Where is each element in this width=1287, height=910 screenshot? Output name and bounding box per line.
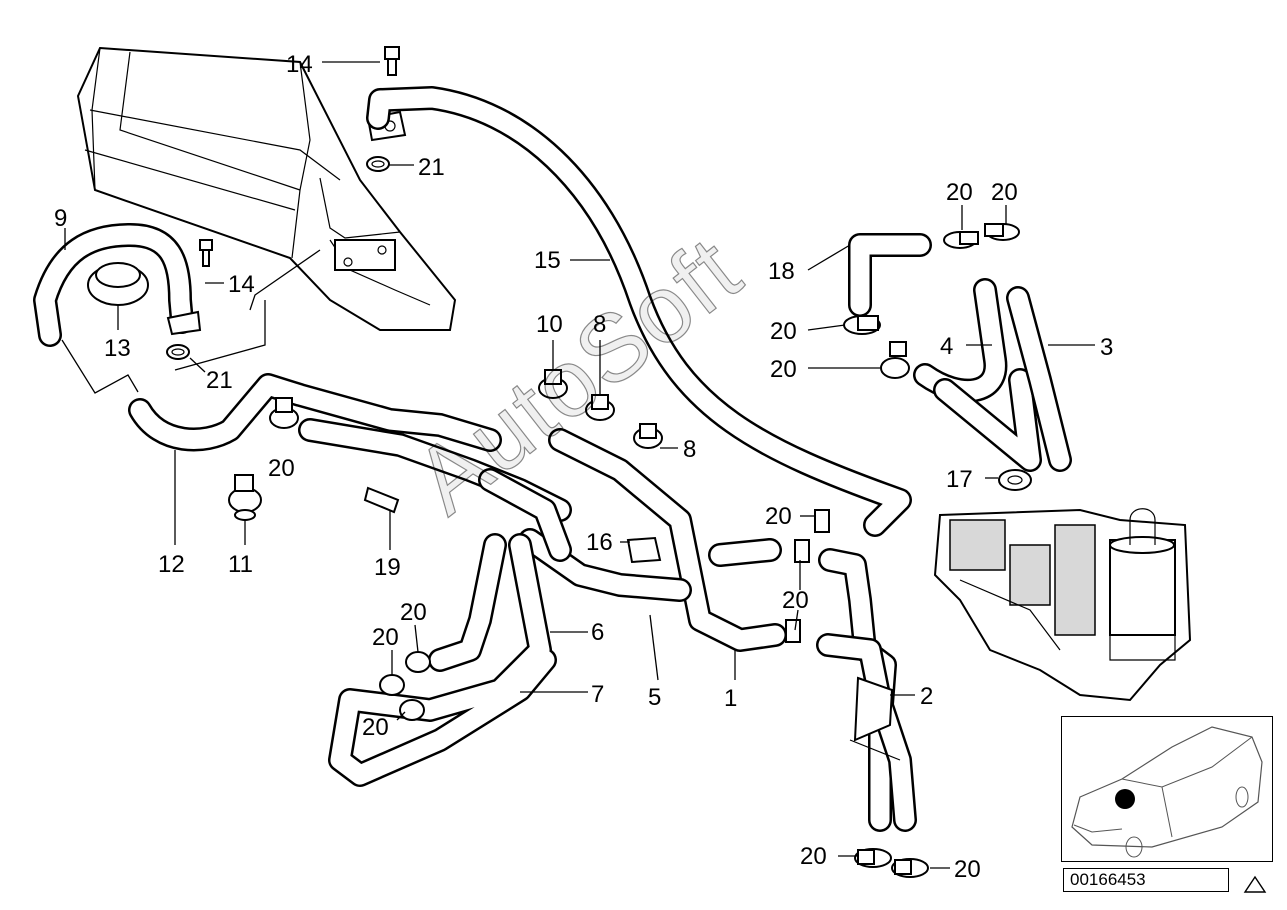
connector-19 [363,486,400,514]
callout-21a: 21 [418,154,445,181]
car-outline-icon [1071,726,1263,858]
clamp-20j [379,674,405,696]
hose-12 [128,373,502,452]
callout-20j: 20 [362,714,389,741]
callout-3: 3 [1100,334,1113,361]
callout-15: 15 [534,247,561,274]
callout-4: 4 [940,333,953,360]
warning-triangle-icon [1243,875,1267,893]
callout-2: 2 [920,683,933,710]
callout-20d: 20 [770,356,797,383]
callout-20h: 20 [400,599,427,626]
seal-ring-21b [166,344,190,360]
clamp-20m [891,858,929,878]
callout-11: 11 [228,551,253,578]
callout-7: 7 [591,681,604,708]
leader-lines [61,61,1095,869]
hose-18 [848,233,932,317]
callout-labels: 14 21 9 14 13 21 15 10 8 8 20 20 18 20 4… [54,51,1113,883]
clamp-20g [794,539,810,563]
callout-16: 16 [586,529,613,556]
clamp-10 [538,369,568,399]
hose-4 [913,278,1042,472]
callout-20i: 20 [372,624,399,651]
clamp-8a [585,394,615,421]
callout-8a: 8 [593,311,606,338]
heater-box [76,46,457,331]
cap-13 [87,262,149,306]
callout-12: 12 [158,551,185,578]
hose-3 [1006,286,1072,472]
clamp-20l [854,848,892,868]
hose-2 [816,548,917,832]
bleed-pipe-9 [33,223,213,347]
valve-pump-assembly [933,508,1192,702]
clamp-20f [814,509,830,533]
bracket-16 [626,536,662,564]
clamp-20k [399,699,425,721]
hose-6 [428,533,507,672]
hose-7 [328,533,557,787]
clamp-20c [843,315,881,335]
clamp-20h [785,619,801,643]
callout-8b: 8 [683,436,696,463]
callout-20g: 20 [782,587,809,614]
callout-9: 9 [54,205,67,232]
grommet-17 [998,469,1032,491]
vehicle-locator-thumbnail [1061,716,1273,862]
location-marker-icon [1115,789,1135,809]
callout-6: 6 [591,619,604,646]
hose-15 [366,86,912,537]
callout-20b: 20 [991,179,1018,206]
clamp-8b [633,423,663,449]
clamp-group [228,223,1020,878]
callout-1: 1 [724,685,737,712]
callout-20a: 20 [946,179,973,206]
callout-20c: 20 [770,318,797,345]
callout-17: 17 [946,466,973,493]
reference-number: 00166453 [1063,868,1229,892]
callout-20k: 20 [800,843,827,870]
callout-14a: 14 [286,51,313,78]
clamp-20b [984,223,1020,241]
callout-14b: 14 [228,271,255,298]
clamp-20e [269,397,299,429]
callout-13: 13 [104,335,131,362]
callout-10: 10 [536,311,563,338]
clamp-11 [228,474,262,521]
clamp-20a [943,231,979,249]
hose-10-8-group [298,418,787,652]
callout-19: 19 [374,554,401,581]
callout-21b: 21 [206,367,233,394]
seal-ring-21a [366,156,390,172]
callout-20l: 20 [954,856,981,883]
callout-5: 5 [648,684,661,711]
clamp-20i [405,651,431,673]
callout-20e: 20 [268,455,295,482]
callout-20f: 20 [765,503,792,530]
callout-18: 18 [768,258,795,285]
clamp-20d [880,341,910,379]
